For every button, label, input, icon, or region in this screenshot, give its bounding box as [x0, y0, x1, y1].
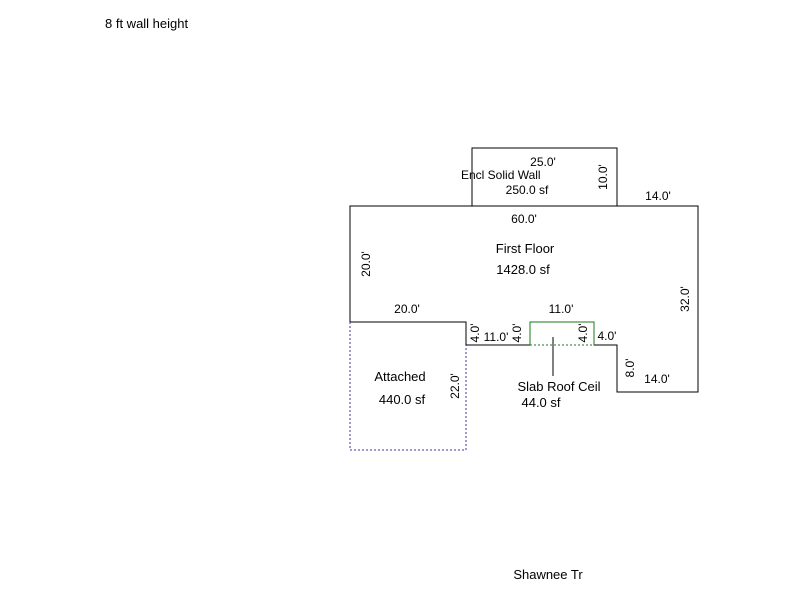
slab-name: Slab Roof Ceil — [517, 379, 600, 394]
notch-height-dim: 8.0' — [623, 359, 637, 378]
garage-area: 440.0 sf — [379, 392, 426, 407]
garage-name: Attached — [374, 369, 425, 384]
first-floor-bottom-left-dim: 20.0' — [394, 302, 420, 316]
enclosure-width-dim: 25.0' — [530, 155, 556, 169]
first-floor-top-dim: 60.0' — [511, 212, 537, 226]
notch-left-width-dim: 11.0' — [484, 330, 509, 344]
first-floor-name: First Floor — [496, 241, 555, 256]
garage-outline — [349, 322, 467, 451]
notch-left-height-dim: 4.0' — [468, 324, 482, 343]
slab-width-dim: 11.0' — [549, 302, 574, 316]
first-floor-left-dim: 20.0' — [359, 251, 373, 277]
first-floor-outline — [349, 205, 699, 393]
slab-outline — [529, 321, 595, 345]
slab-left-dim: 4.0' — [510, 324, 524, 343]
enclosure-name: Encl Solid Wall — [461, 168, 541, 182]
notch-right-width-dim: 4.0' — [598, 329, 617, 343]
step-right-dim: 14.0' — [645, 189, 671, 203]
step-bottom-dim: 14.0' — [644, 372, 670, 386]
first-floor-right-dim: 32.0' — [678, 286, 692, 312]
enclosure-depth-dim: 10.0' — [596, 164, 610, 190]
first-floor-area: 1428.0 sf — [496, 262, 550, 277]
slab-right-dim: 4.0' — [576, 324, 590, 343]
street-name: Shawnee Tr — [513, 567, 583, 582]
enclosure-area: 250.0 sf — [506, 183, 549, 197]
wall-height-note: 8 ft wall height — [105, 16, 188, 31]
enclosure-outline — [471, 147, 618, 206]
slab-area: 44.0 sf — [521, 395, 560, 410]
garage-depth-dim: 22.0' — [448, 373, 462, 399]
